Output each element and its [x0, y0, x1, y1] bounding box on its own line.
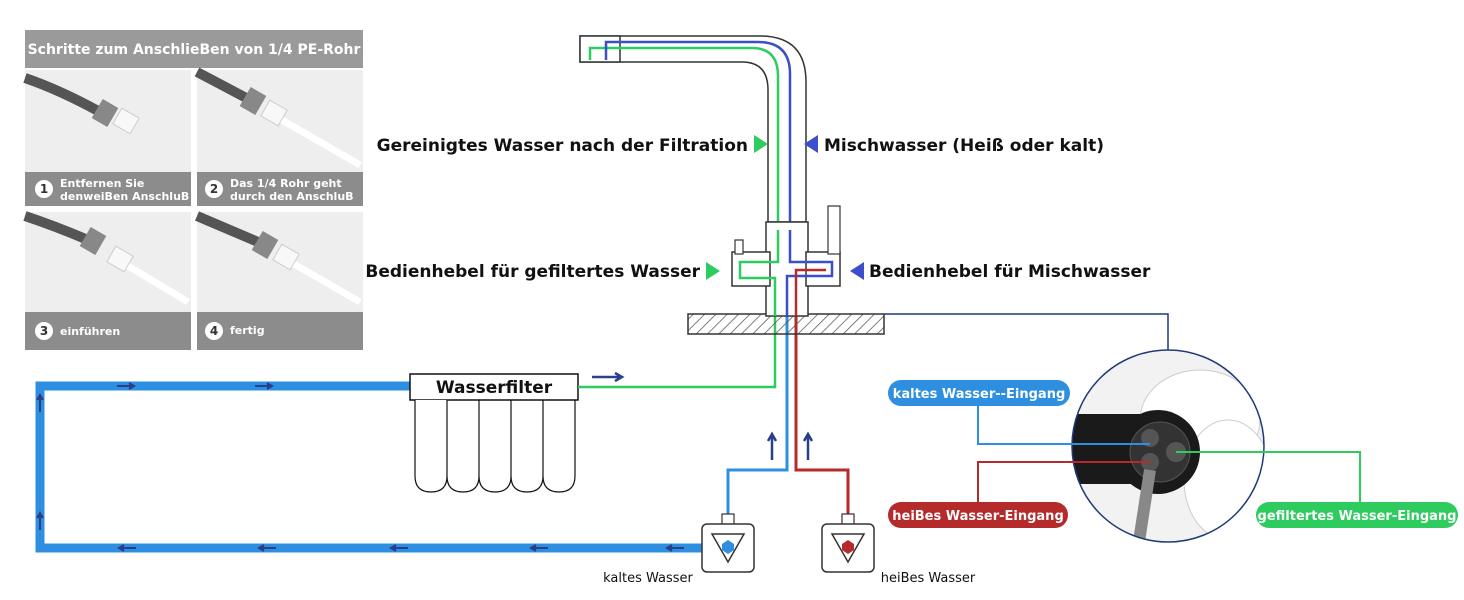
step-3: 3 einführen	[23, 211, 191, 350]
flow-arrow	[529, 544, 548, 552]
connector-cold	[977, 406, 1150, 445]
step-4: 4 fertig	[195, 211, 363, 350]
step-number: 2	[210, 182, 218, 196]
connector-filtered	[1176, 451, 1361, 502]
pill-filtered-text: gefiltertes Wasser-Eingang	[1258, 509, 1457, 524]
water-filter: Wasserfilter	[409, 371, 625, 493]
body-red-line	[794, 268, 826, 316]
label-mixed-water: Mischwasser (Heiß oder kalt)	[824, 136, 1104, 156]
step-text-line2: denweiBen AnschluB	[60, 190, 189, 203]
blue-pointer-arrow	[850, 262, 864, 280]
step-text-line2: durch den AnschluB	[230, 190, 354, 203]
step-number: 1	[40, 182, 48, 196]
flow-arrow	[665, 544, 684, 552]
step-number-circle	[35, 322, 53, 340]
flow-arrows	[36, 382, 684, 552]
cold-indicator	[722, 540, 734, 554]
step-text-line1: Das 1/4 Rohr geht	[230, 177, 342, 190]
mix-lever-handle	[827, 205, 841, 255]
hot-valve	[821, 513, 875, 573]
pill-hot-text: heiBes Wasser-Eingang	[892, 509, 1064, 524]
step-caption-bar	[197, 312, 363, 350]
pe-tube-shape	[126, 262, 190, 306]
flow-arrow	[255, 382, 274, 390]
flow-arrow	[36, 511, 44, 530]
step-number-circle	[35, 180, 53, 198]
step-number-circle	[205, 180, 223, 198]
spout-blue-line	[604, 40, 792, 230]
body-blue-line	[785, 230, 834, 316]
filter-lever-handle	[734, 239, 744, 255]
pill-cold-text: kaltes Wasser--Eingang	[893, 387, 1066, 402]
filter-head	[409, 373, 579, 401]
green-pointer-arrow	[706, 262, 720, 280]
step-number: 3	[40, 324, 48, 338]
step-text-line1: Entfernen Sie	[60, 177, 144, 190]
flow-arrow	[117, 382, 136, 390]
flow-arrow-up-hot	[802, 431, 814, 460]
pill-cold	[888, 380, 1070, 406]
flow-arrow	[117, 544, 136, 552]
faucet-spout-outline	[579, 35, 807, 223]
pill-filtered	[1256, 502, 1458, 528]
body-green-line	[738, 230, 780, 316]
step-caption-bar	[197, 172, 363, 206]
step-text-line1: einführen	[60, 325, 120, 338]
port-cold	[1141, 429, 1159, 447]
cold-water-line	[726, 290, 789, 520]
detail-inset	[1071, 349, 1265, 543]
connector-shape	[260, 99, 288, 127]
green-pointer-arrow	[754, 135, 768, 153]
flow-arrow-up-cold	[766, 431, 778, 460]
step-number: 4	[210, 324, 218, 338]
hose-shape	[1132, 469, 1156, 542]
fitting-shape	[251, 230, 279, 260]
connector-shape	[106, 245, 134, 273]
connector-shape	[272, 243, 300, 271]
label-hot-valve: heiBes Wasser	[881, 571, 976, 586]
hose-shape	[195, 211, 260, 247]
label-lever-filtered: Bedienhebel für gefiltertes Wasser	[365, 262, 700, 282]
fitting-shape	[79, 226, 107, 256]
connector-hot	[977, 461, 1150, 502]
flow-arrow-filter	[592, 371, 625, 383]
faucet	[579, 35, 841, 317]
cold-loop-pipe	[35, 381, 708, 553]
label-cold-valve: kaltes Wasser	[603, 571, 693, 586]
pill-hot	[888, 502, 1068, 528]
hot-water-line	[794, 290, 850, 520]
filter-label: Wasserfilter	[436, 378, 553, 398]
spout-green-line	[588, 46, 780, 230]
cold-supply-loop	[35, 381, 725, 553]
fitting-shape	[91, 98, 119, 128]
step-1: 1 Entfernen Sie denweiBen AnschluB	[23, 70, 191, 206]
fitting-shape	[239, 86, 267, 116]
step-2: 2 Das 1/4 Rohr geht durch den AnschluB	[194, 67, 363, 206]
filter-canisters	[414, 400, 576, 493]
filtered-water-line	[578, 290, 777, 389]
filter-lever-housing	[731, 251, 771, 287]
detail-leader-line	[884, 313, 1169, 350]
cold-valve	[701, 513, 755, 573]
flow-arrow	[36, 393, 44, 412]
panel-title: Schritte zum AnschlieBen von 1/4 PE-Rohr	[28, 42, 361, 58]
step-number-circle	[205, 322, 223, 340]
label-lever-mixed: Bedienhebel für Mischwasser	[869, 262, 1151, 282]
blue-pointer-arrow	[804, 135, 818, 153]
connector-shape	[112, 107, 140, 135]
steps-panel: Schritte zum AnschlieBen von 1/4 PE-Rohr…	[23, 30, 363, 350]
countertop	[687, 313, 885, 335]
pe-tube-shape	[280, 116, 362, 169]
label-purified-water: Gereinigtes Wasser nach der Filtration	[377, 136, 748, 156]
step-text-line1: fertig	[230, 324, 265, 337]
panel-title-bar	[25, 30, 363, 68]
flow-arrow	[257, 544, 276, 552]
flow-arrow	[389, 544, 408, 552]
pe-tube-shape	[292, 260, 362, 306]
hose-shape	[23, 211, 90, 245]
hose-shape	[23, 73, 103, 117]
hot-indicator	[842, 540, 854, 554]
detail-border	[1071, 349, 1265, 543]
